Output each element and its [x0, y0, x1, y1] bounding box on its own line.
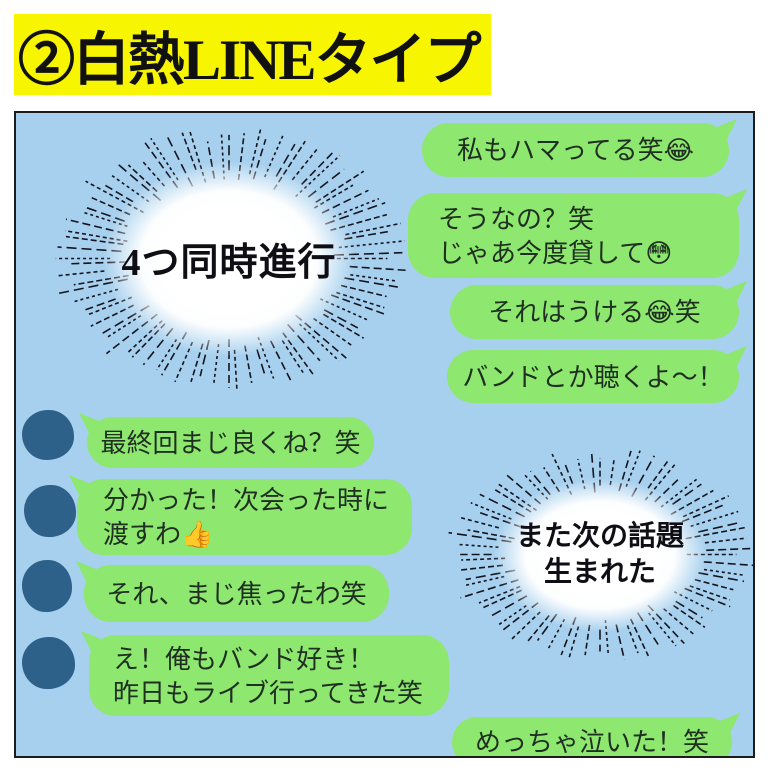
- message-text-line: え！俺もバンド好き！: [113, 643, 375, 674]
- message-bubble-right-1: 私もハマってる笑😂: [422, 119, 737, 177]
- avatar: [22, 637, 75, 689]
- message-text: 分かった！次会った時に 渡すわ👍: [103, 483, 389, 551]
- message-bubble-right-4: バンドとか聴くよ〜！: [447, 346, 747, 403]
- message-text-line: 昨日もライブ行ってきた笑: [113, 677, 423, 708]
- bubble-tail-icon: [711, 119, 737, 145]
- bubble-tail-icon: [721, 189, 747, 215]
- message-text: めっちゃ泣いた！笑: [474, 727, 709, 757]
- bubble-tail-icon: [721, 281, 747, 307]
- message-bubble-left-4: え！俺もバンド好き！ 昨日もライブ行ってきた笑: [81, 631, 449, 716]
- message-text: 最終回まじ良くね？笑: [100, 427, 361, 458]
- burst-text: また次の話題 生まれた: [445, 447, 753, 662]
- bubble-tail-icon: [69, 475, 95, 501]
- message-text: バンドとか聴くよ〜！: [462, 361, 724, 392]
- message-text-line: 分かった！次会った時に: [103, 485, 390, 515]
- message-text: え！俺もバンド好き！ 昨日もライブ行ってきた笑: [113, 642, 423, 710]
- message-bubble-right-5: めっちゃ泣いた！笑: [452, 713, 740, 757]
- message-text: 私もハマってる笑😂: [456, 135, 695, 165]
- bubble-tail-icon: [76, 561, 102, 587]
- burst-text-line: 生まれた: [543, 556, 656, 588]
- section-title-banner: ②白熱LINEタイプ: [14, 14, 491, 95]
- message-text: それはうける😂笑: [488, 297, 701, 327]
- avatar: [24, 485, 76, 537]
- message-bubble-right-2: そうなの？笑 じゃあ今度貸して😳: [408, 189, 747, 278]
- message-bubble-left-3: それ、まじ焦ったわ笑: [76, 561, 389, 622]
- burst-glow: [493, 477, 707, 632]
- burst-annotation-2: また次の話題 生まれた: [445, 447, 753, 662]
- line-chat-screenshot: 4つ同時進行 また次の話題 生まれた 私もハマってる笑😂 そうなの？笑 じゃあ今…: [14, 111, 755, 758]
- message-text-line: 渡すわ👍: [103, 519, 214, 549]
- message-bubble-left-2: 分かった！次会った時に 渡すわ👍: [69, 475, 412, 555]
- message-bubble-left-1: 最終回まじ良くね？笑: [79, 413, 374, 468]
- burst-annotation-1: 4つ同時進行: [49, 125, 409, 392]
- burst-text: 4つ同時進行: [49, 125, 409, 392]
- bubble-tail-icon: [721, 346, 747, 372]
- message-text: そうなの？笑 じゃあ今度貸して😳: [438, 202, 672, 270]
- section-title: ②白熱LINEタイプ: [18, 28, 481, 92]
- burst-text-line: 4つ同時進行: [121, 242, 337, 284]
- bubble-tail-icon: [81, 631, 107, 657]
- avatar: [22, 560, 72, 612]
- bubble-tail-icon: [714, 713, 740, 739]
- message-text: それ、まじ焦ったわ笑: [106, 578, 367, 609]
- message-text-line: じゃあ今度貸して😳: [438, 237, 673, 268]
- burst-text-line: また次の話題: [515, 520, 684, 552]
- message-text-line: そうなの？笑: [438, 203, 595, 234]
- message-bubble-right-3: それはうける😂笑: [450, 281, 747, 339]
- avatar: [22, 410, 74, 460]
- burst-glow: [103, 160, 355, 357]
